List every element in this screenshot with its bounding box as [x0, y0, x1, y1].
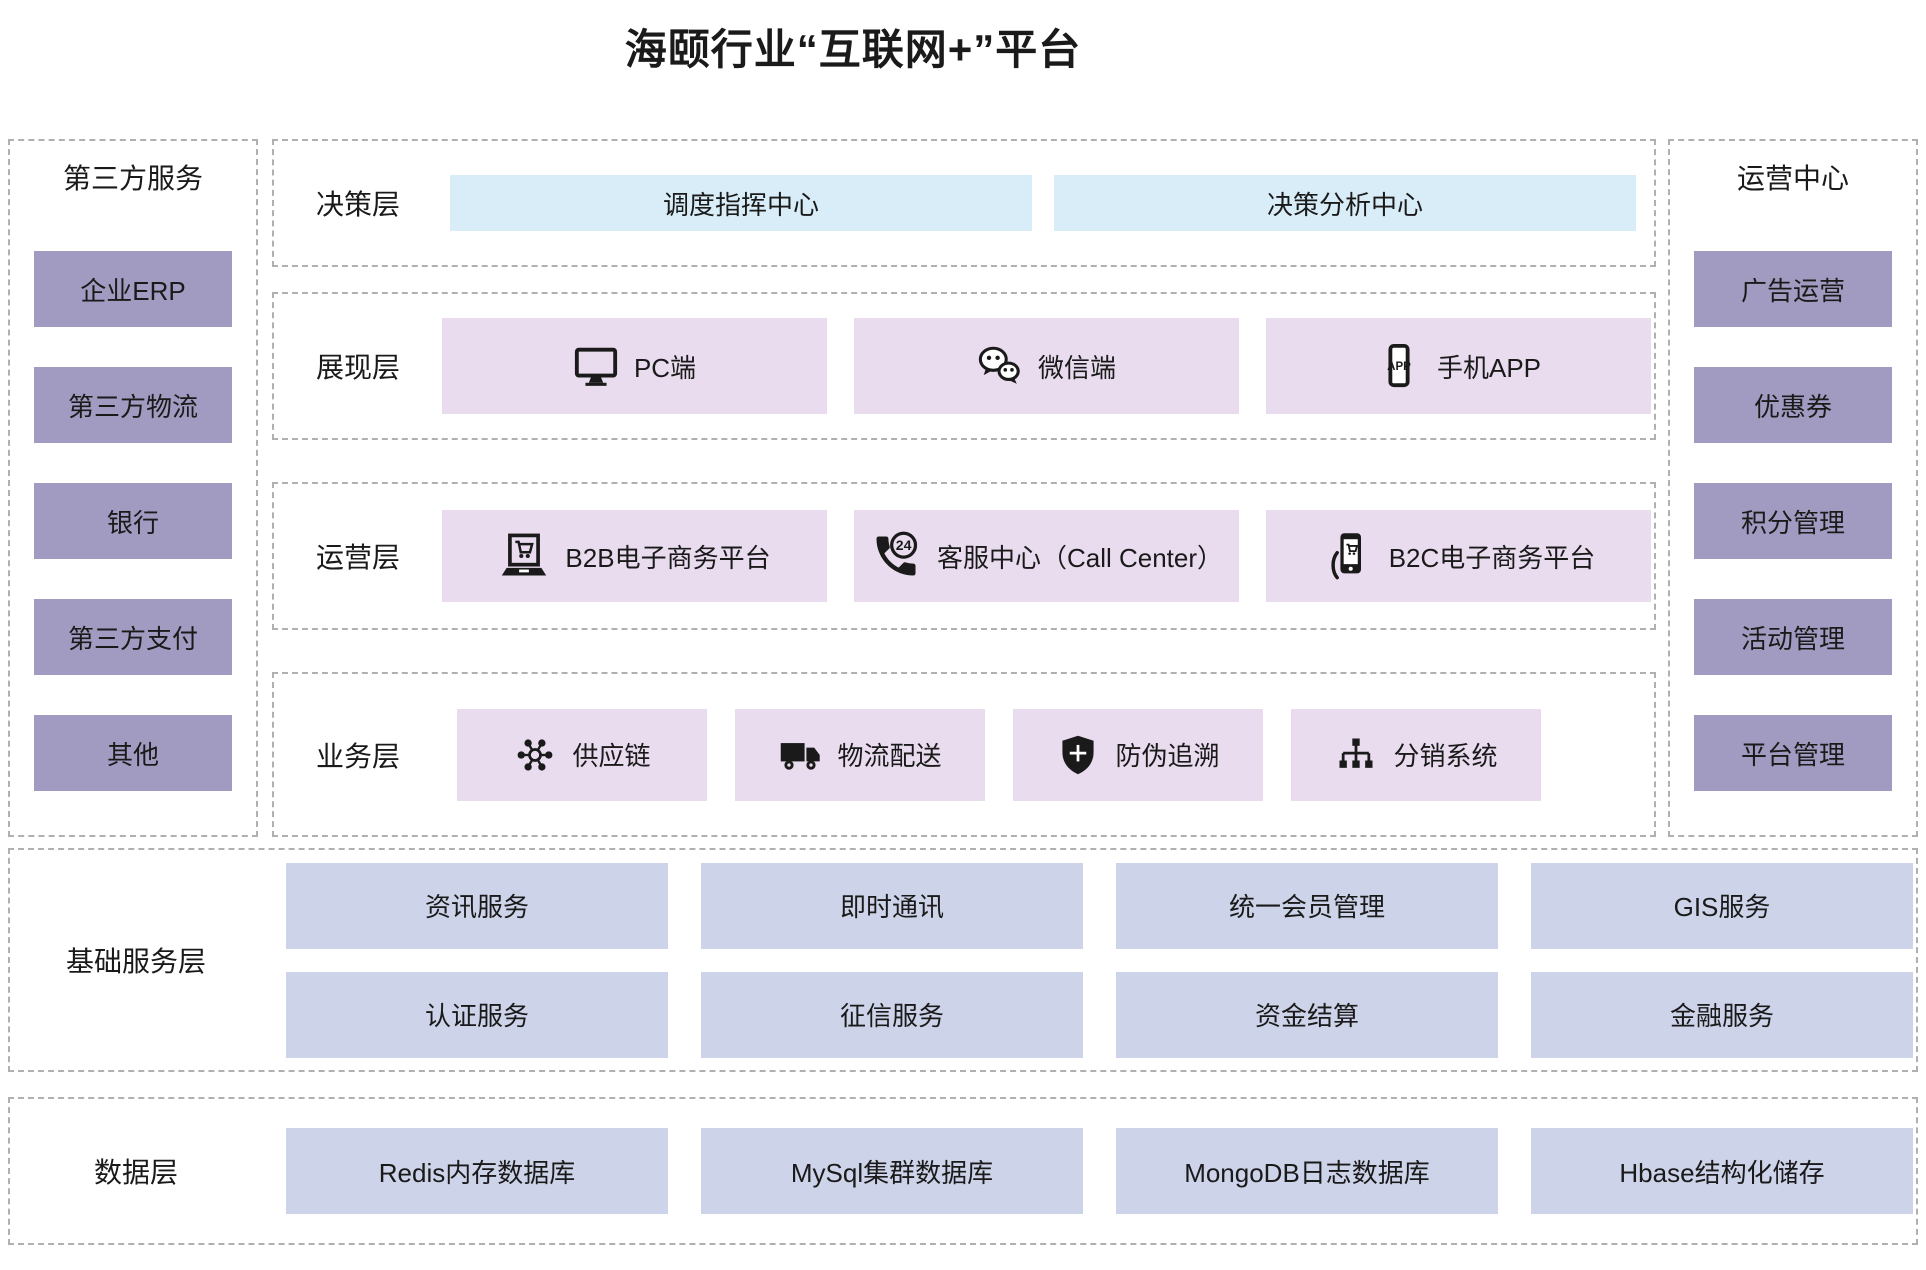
pc-client-label: PC端: [633, 352, 697, 383]
operation-layer-label: 运营层: [315, 542, 400, 573]
database-box-redis: Redis内存数据库: [286, 1128, 668, 1214]
decision-layer-section: 决策层 调度指挥中心 决策分析中心: [272, 139, 1656, 267]
basic-service-grid: 资讯服务 即时通讯 统一会员管理 GIS服务 认证服务 征信服务 资金结算 金融…: [262, 850, 1916, 1070]
presentation-layer-section: 展现层 PC端 微信端 APP 手机APP: [272, 292, 1656, 440]
supply-chain-label: 供应链: [572, 741, 651, 771]
laptop-cart-icon: [498, 530, 550, 582]
wechat-client-label: 微信端: [1037, 352, 1116, 383]
svg-text:24: 24: [896, 537, 912, 553]
distribution-icon: [1334, 733, 1378, 777]
mobile-app-label: 手机APP: [1436, 352, 1542, 383]
mobile-shopping-icon: [1322, 530, 1374, 582]
decision-analysis-center-box: 决策分析中心: [1054, 175, 1636, 231]
b2c-platform-label: B2C电子商务平台: [1388, 542, 1596, 573]
business-layer-boxes: 供应链 物流配送 防伪追溯 分销系统: [442, 708, 1654, 801]
page-title: 海颐行业“互联网+”平台: [624, 26, 1082, 73]
phone-app-icon: APP: [1376, 343, 1422, 389]
presentation-layer-boxes: PC端 微信端 APP 手机APP: [442, 318, 1654, 414]
operations-item-activity: 活动管理: [1694, 599, 1892, 675]
svg-text:APP: APP: [1387, 361, 1411, 373]
supply-chain-box: 供应链: [457, 708, 707, 801]
operation-layer-boxes: B2B电子商务平台 24 客服中心（Call Center） B2C电子商务平台: [442, 510, 1654, 602]
service-box-finance: 金融服务: [1531, 971, 1913, 1058]
mobile-app-box: APP 手机APP: [1266, 318, 1651, 414]
call-center-label: 客服中心（Call Center）: [936, 542, 1224, 573]
basic-service-layer-section: 基础服务层 资讯服务 即时通讯 统一会员管理 GIS服务 认证服务 征信服务 资…: [8, 848, 1918, 1072]
distribution-system-label: 分销系统: [1393, 741, 1498, 771]
database-box-hbase: Hbase结构化储存: [1531, 1128, 1913, 1214]
third-party-item-other: 其他: [34, 715, 232, 791]
service-box-auth: 认证服务: [286, 971, 668, 1058]
distribution-system-box: 分销系统: [1291, 708, 1541, 801]
data-layer-label: 数据层: [93, 1157, 178, 1188]
service-box-gis: GIS服务: [1531, 862, 1913, 949]
anti-counterfeit-box: 防伪追溯: [1013, 708, 1263, 801]
operations-item-ads: 广告运营: [1694, 251, 1892, 327]
wechat-icon: [977, 343, 1023, 389]
operation-layer-section: 运营层 B2B电子商务平台 24 客服中心（Call Center） B2C电子…: [272, 482, 1656, 630]
basic-service-layer-label: 基础服务层: [65, 946, 206, 977]
operations-center-panel: 运营中心 广告运营 优惠券 积分管理 活动管理 平台管理: [1668, 139, 1918, 837]
decision-layer-label: 决策层: [315, 189, 400, 220]
decision-layer-boxes: 调度指挥中心 决策分析中心: [442, 175, 1654, 231]
operations-item-points: 积分管理: [1694, 483, 1892, 559]
logistics-delivery-label: 物流配送: [837, 741, 942, 771]
third-party-panel: 第三方服务 企业ERP 第三方物流 银行 第三方支付 其他: [8, 139, 258, 837]
operations-item-platform: 平台管理: [1694, 715, 1892, 791]
business-layer-section: 业务层 供应链 物流配送 防伪追溯: [272, 672, 1656, 837]
service-box-credit: 征信服务: [701, 971, 1083, 1058]
presentation-layer-label: 展现层: [315, 352, 400, 383]
third-party-item-logistics: 第三方物流: [34, 367, 232, 443]
database-box-mysql: MySql集群数据库: [701, 1128, 1083, 1214]
phone-24-icon: 24: [870, 530, 922, 582]
call-center-box: 24 客服中心（Call Center）: [854, 510, 1239, 602]
service-box-member: 统一会员管理: [1116, 862, 1498, 949]
logistics-delivery-box: 物流配送: [735, 708, 985, 801]
service-box-news: 资讯服务: [286, 862, 668, 949]
b2b-platform-box: B2B电子商务平台: [442, 510, 827, 602]
data-layer-section: 数据层 Redis内存数据库 MySql集群数据库 MongoDB日志数据库 H…: [8, 1097, 1918, 1245]
anti-counterfeit-label: 防伪追溯: [1115, 741, 1220, 771]
service-box-settlement: 资金结算: [1116, 971, 1498, 1058]
b2c-platform-box: B2C电子商务平台: [1266, 510, 1651, 602]
operations-item-coupon: 优惠券: [1694, 367, 1892, 443]
wechat-client-box: 微信端: [854, 318, 1239, 414]
service-box-im: 即时通讯: [701, 862, 1083, 949]
operations-center-panel-title: 运营中心: [1736, 163, 1849, 194]
database-box-mongodb: MongoDB日志数据库: [1116, 1128, 1498, 1214]
third-party-item-erp: 企业ERP: [34, 251, 232, 327]
b2b-platform-label: B2B电子商务平台: [565, 542, 771, 573]
truck-icon: [778, 733, 822, 777]
dispatch-command-center-box: 调度指挥中心: [450, 175, 1032, 231]
pc-client-box: PC端: [442, 318, 827, 414]
third-party-item-payment: 第三方支付: [34, 599, 232, 675]
third-party-item-bank: 银行: [34, 483, 232, 559]
supply-network-icon: [513, 733, 557, 777]
monitor-icon: [573, 343, 619, 389]
third-party-panel-title: 第三方服务: [62, 163, 203, 194]
shield-icon: [1056, 733, 1100, 777]
business-layer-label: 业务层: [315, 740, 400, 772]
data-layer-grid: Redis内存数据库 MySql集群数据库 MongoDB日志数据库 Hbase…: [262, 1099, 1916, 1243]
